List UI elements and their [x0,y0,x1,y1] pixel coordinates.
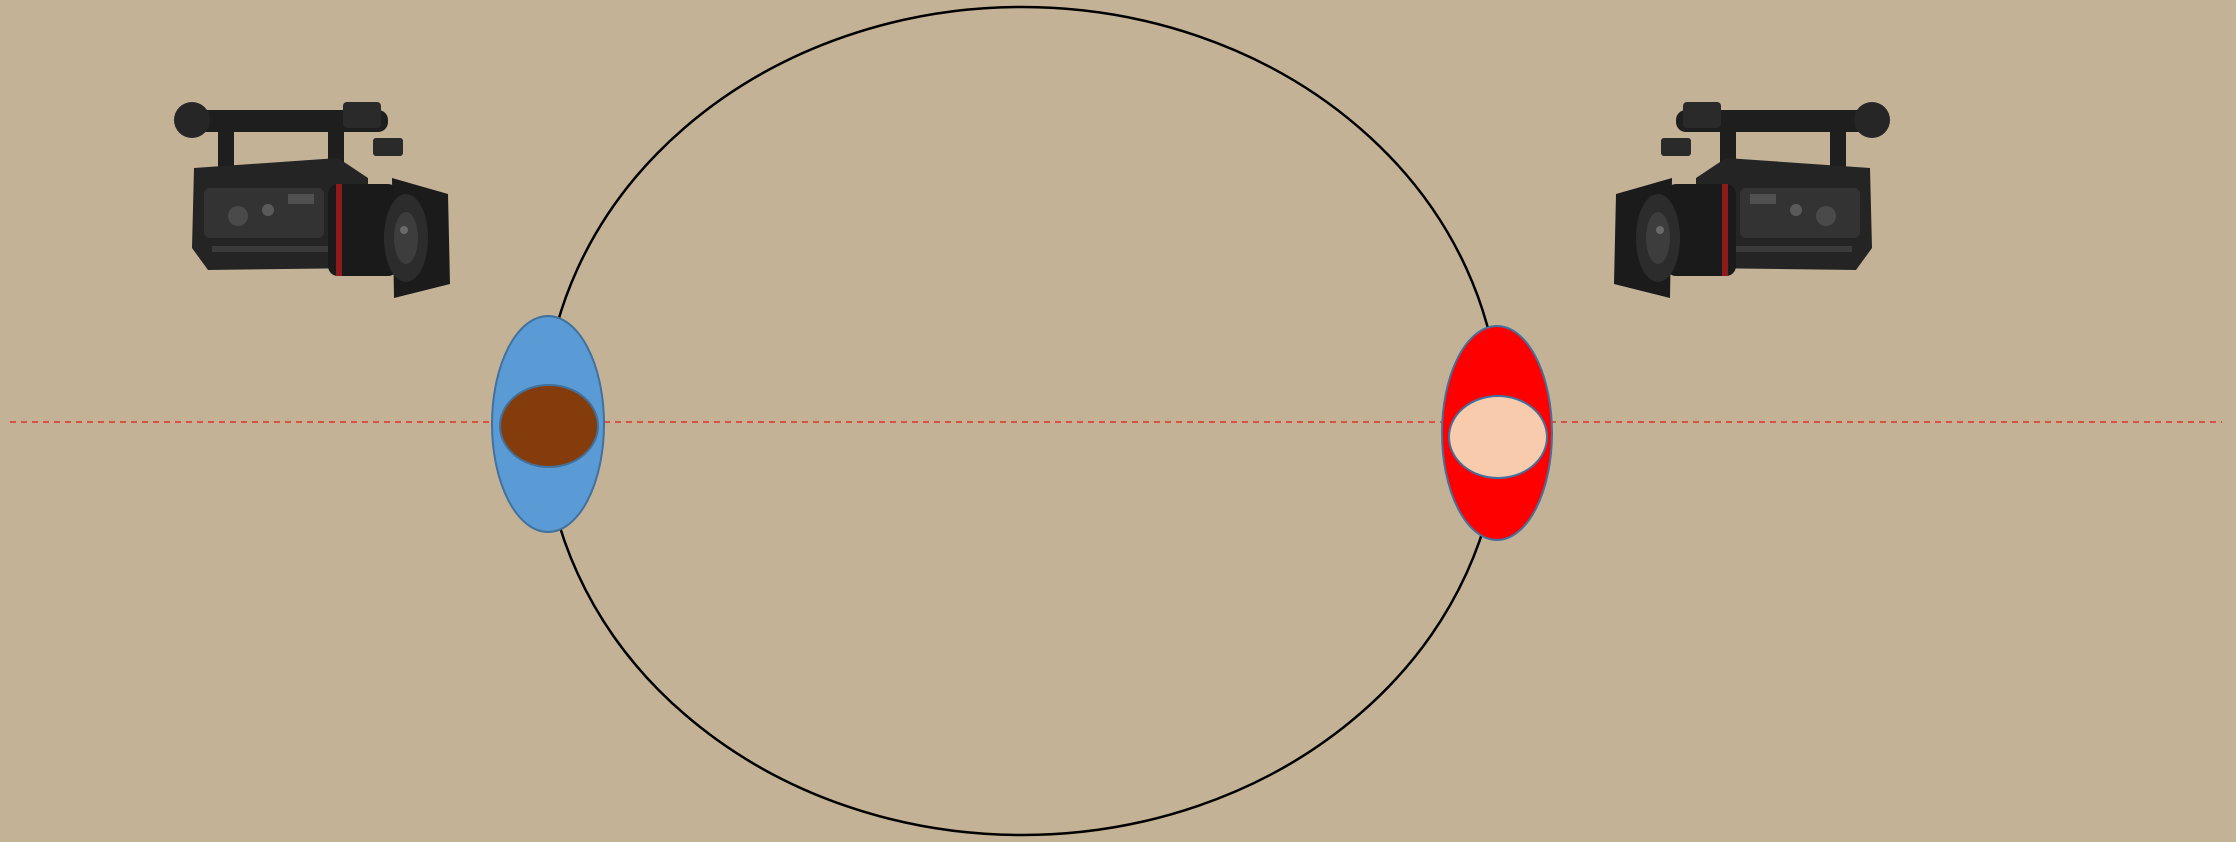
left-person [492,316,604,532]
right-person-head [1449,396,1547,478]
right-person [1442,326,1552,540]
left-person-head [500,385,598,467]
